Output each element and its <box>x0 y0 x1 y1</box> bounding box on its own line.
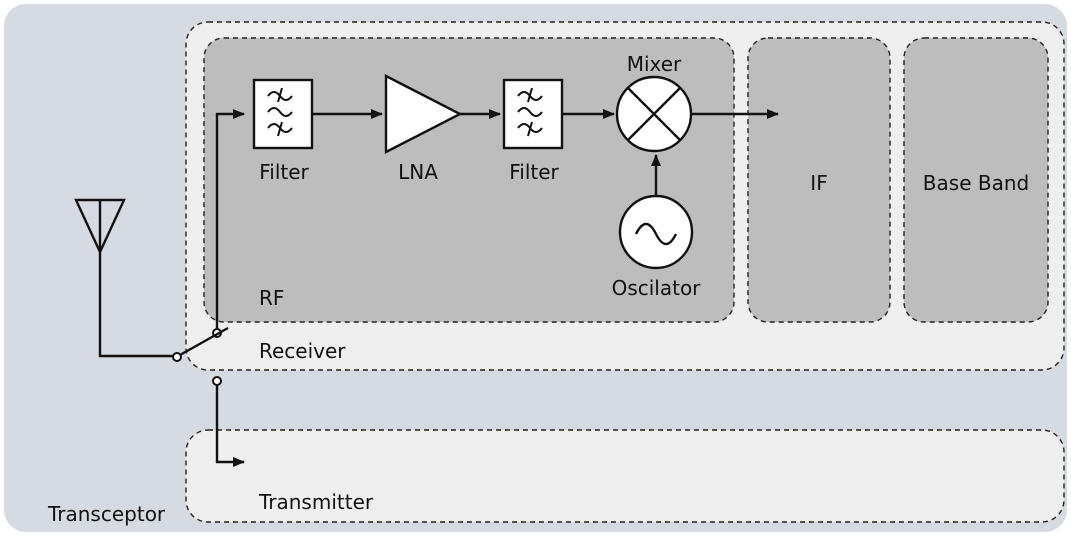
baseband-block <box>903 37 1049 323</box>
switch-icon <box>172 326 229 386</box>
receiver-input-wire <box>215 109 245 329</box>
filter-1-icon <box>252 78 314 150</box>
transmitter-output-wire <box>215 385 245 467</box>
rf-block <box>203 37 735 323</box>
filter-1-label: Filter <box>259 160 309 184</box>
oscillator-icon <box>618 194 694 270</box>
if-block <box>747 37 891 323</box>
lna-label: LNA <box>398 160 438 184</box>
antenna-icon <box>74 198 126 255</box>
transmitter-label: Transmitter <box>258 490 374 514</box>
lna-icon <box>384 74 463 154</box>
filter-2-label: Filter <box>509 160 559 184</box>
oscillator-label: Oscilator <box>612 276 702 300</box>
transceiver-label: Transceptor <box>47 502 166 526</box>
mixer-label: Mixer <box>627 52 682 76</box>
transmitter-panel <box>185 429 1065 523</box>
antenna-wire <box>98 252 174 358</box>
rf-label: RF <box>259 286 284 310</box>
filter-2-icon <box>502 78 564 150</box>
baseband-label: Base Band <box>923 171 1029 195</box>
if-label: IF <box>810 171 827 195</box>
receiver-label: Receiver <box>259 339 346 363</box>
mixer-icon <box>615 75 693 153</box>
